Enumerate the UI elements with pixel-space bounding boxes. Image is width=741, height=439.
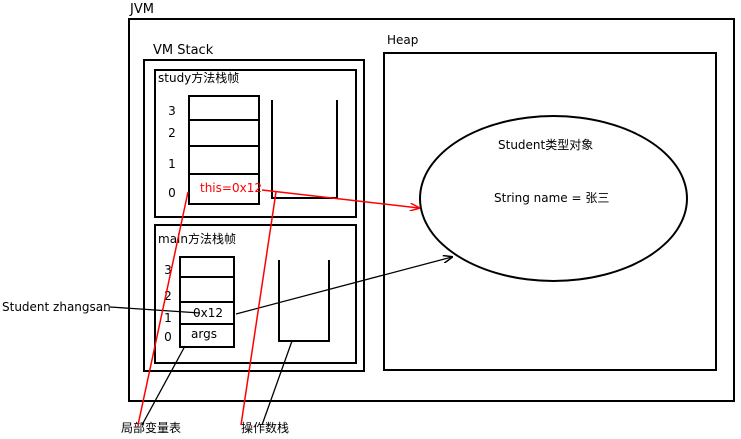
this-pointer-arrow — [261, 189, 419, 208]
study-slot-number: 3 — [168, 104, 176, 118]
vm-stack-container — [143, 59, 365, 372]
main-slot-0: args — [179, 325, 235, 348]
study-slot-number: 1 — [168, 157, 176, 171]
args-value: args — [191, 327, 217, 341]
main-operand-stack-pointer — [261, 340, 293, 426]
main-frame — [154, 224, 357, 364]
variable-connector — [109, 306, 201, 314]
student-object-title: Student类型对象 — [498, 138, 594, 152]
heap-container — [383, 52, 717, 371]
main-slot-1: 0x12 — [179, 303, 235, 325]
study-local-var-pointer — [137, 191, 189, 426]
student-object — [419, 115, 688, 282]
study-slot-number: 2 — [168, 126, 176, 140]
study-slot-1 — [188, 147, 260, 175]
main-slot-number: 0 — [164, 330, 172, 344]
main-slot-number: 2 — [164, 289, 172, 303]
study-slot-2 — [188, 121, 260, 147]
study-operand-stack — [271, 100, 338, 199]
study-slot-3 — [188, 95, 260, 121]
main-operand-stack — [278, 260, 330, 342]
study-frame-label: study方法栈帧 — [158, 71, 240, 85]
study-frame — [154, 69, 357, 218]
main-local-var-pointer — [141, 345, 186, 426]
main-slot-number: 1 — [164, 311, 172, 325]
jvm-label: JVM — [130, 2, 154, 17]
student-name-field: String name = 张三 — [494, 191, 610, 205]
zhangsan-reference: 0x12 — [193, 306, 224, 320]
vm-stack-label: VM Stack — [153, 43, 214, 58]
main-slot-2 — [179, 278, 235, 303]
operand-stack-label: 操作数栈 — [241, 421, 290, 435]
variable-zhangsan-label: Student zhangsan — [2, 300, 111, 314]
jvm-container — [128, 18, 735, 402]
study-slot-number: 0 — [168, 186, 176, 200]
this-reference: this=0x12 — [200, 181, 262, 195]
study-operand-stack-pointer — [240, 191, 277, 426]
study-slot-0: this=0x12 — [188, 175, 262, 205]
heap-label: Heap — [387, 33, 419, 47]
zhangsan-pointer-arrow — [235, 257, 452, 315]
main-slot-3 — [179, 256, 235, 278]
local-variable-table-label: 局部变量表 — [121, 421, 182, 435]
main-slot-number: 3 — [164, 263, 172, 277]
